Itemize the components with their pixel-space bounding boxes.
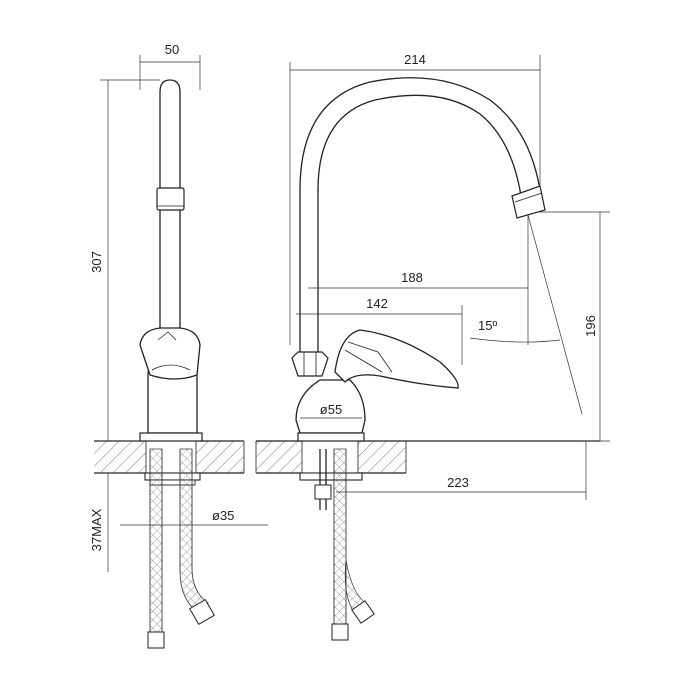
dimension-label: 15º (478, 318, 497, 333)
dimension-label: 37MAX (89, 508, 104, 551)
dimension-label: 142 (366, 296, 388, 311)
dimension-front-hose-length: 223 (336, 441, 587, 500)
dimension-side-max-thickness: 37MAX (89, 472, 140, 572)
dimension-label: 196 (583, 315, 598, 337)
countertop-right (255, 440, 600, 474)
dimension-label: ø55 (320, 402, 342, 417)
dimension-front-reach-188: 188 (308, 215, 529, 345)
dimension-side-width: 50 (139, 42, 201, 90)
dimension-label: 214 (404, 52, 426, 67)
dimension-front-height: 196 (538, 211, 610, 442)
dimension-side-hole-diameter: ø35 (120, 508, 268, 526)
front-view-faucet (291, 77, 546, 641)
dimension-front-reach-142: 142 (296, 296, 463, 365)
dimension-side-height: 307 (89, 79, 160, 442)
dimension-front-base-diameter: ø55 (300, 402, 362, 419)
side-view-faucet (139, 79, 215, 649)
dimension-label: 188 (401, 270, 423, 285)
dimension-label: 307 (89, 251, 104, 273)
dimension-front-angle: 15º (469, 214, 583, 415)
dimension-label: ø35 (212, 508, 234, 523)
countertop-left (94, 440, 245, 474)
dimension-label: 223 (447, 475, 469, 490)
dimension-front-width: 214 (289, 52, 541, 345)
dimension-label: 50 (165, 42, 179, 57)
